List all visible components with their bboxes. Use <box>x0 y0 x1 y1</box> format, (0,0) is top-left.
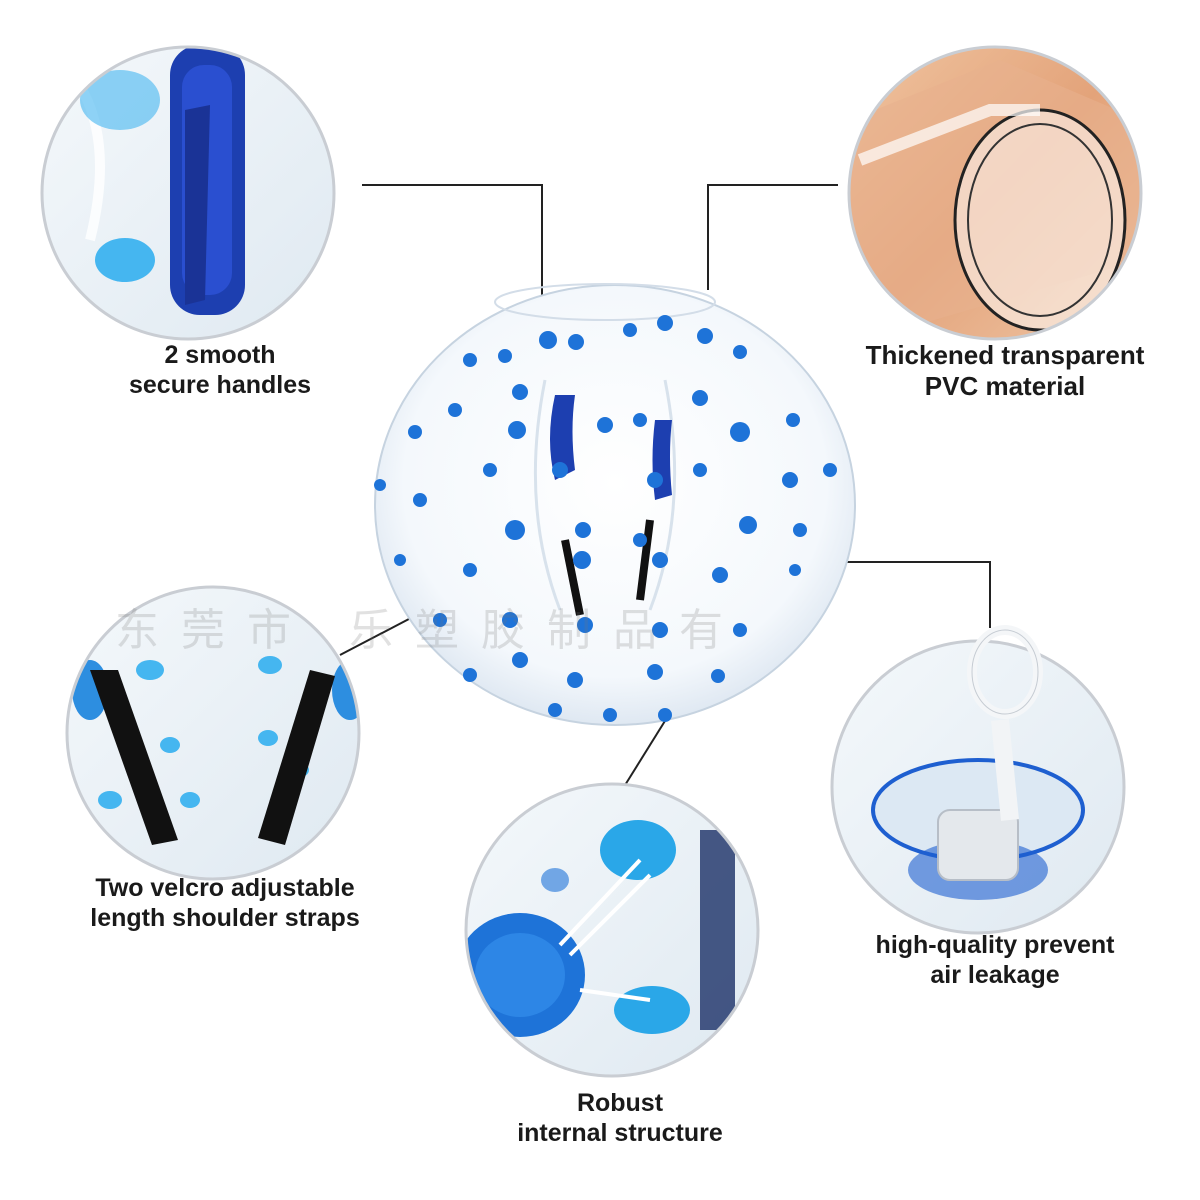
detail-circle-pvc <box>847 45 1143 341</box>
detail-circle-straps <box>65 585 361 881</box>
caption-structure: Robust internal structure <box>480 1088 760 1148</box>
leader-line-handles <box>362 184 543 335</box>
anchor-bottom-icon <box>614 986 690 1034</box>
detail-circle-valve <box>830 625 1126 935</box>
caption-straps-line2: length shoulder straps <box>90 904 360 932</box>
caption-straps: Two velcro adjustable length shoulder st… <box>60 873 390 933</box>
anchor-top-icon <box>600 820 676 880</box>
right-strap-icon <box>258 670 335 845</box>
caption-structure-line2: internal structure <box>517 1119 723 1147</box>
caption-valve-line1: high-quality prevent <box>875 931 1115 959</box>
watermark-text: 东莞市 乐塑胶制品有 <box>115 605 745 656</box>
detail-circle-structure <box>464 782 760 1078</box>
caption-straps-line1: Two velcro adjustable <box>95 874 355 902</box>
caption-valve-line2: air leakage <box>930 961 1060 989</box>
caption-pvc: Thickened transparent PVC material <box>845 340 1165 402</box>
strap-icon <box>561 539 584 616</box>
caption-pvc-line2: PVC material <box>924 371 1086 402</box>
caption-handles: 2 smooth secure handles <box>90 340 350 400</box>
detail-circle-handles <box>40 45 336 341</box>
left-strap-icon <box>90 670 178 845</box>
leader-line-valve <box>795 561 991 628</box>
caption-structure-line1: Robust <box>576 1089 664 1117</box>
ball-dots <box>374 315 837 722</box>
caption-handles-line1: 2 smooth <box>164 341 276 369</box>
bubble-ball <box>374 283 856 726</box>
caption-handles-line2: secure handles <box>128 371 312 399</box>
handle-icon <box>550 395 575 480</box>
caption-pvc-line1: Thickened transparent <box>865 340 1145 370</box>
caption-valve: high-quality prevent air leakage <box>845 930 1145 990</box>
leader-line-pvc <box>707 184 838 290</box>
valve-icon <box>937 809 1019 881</box>
